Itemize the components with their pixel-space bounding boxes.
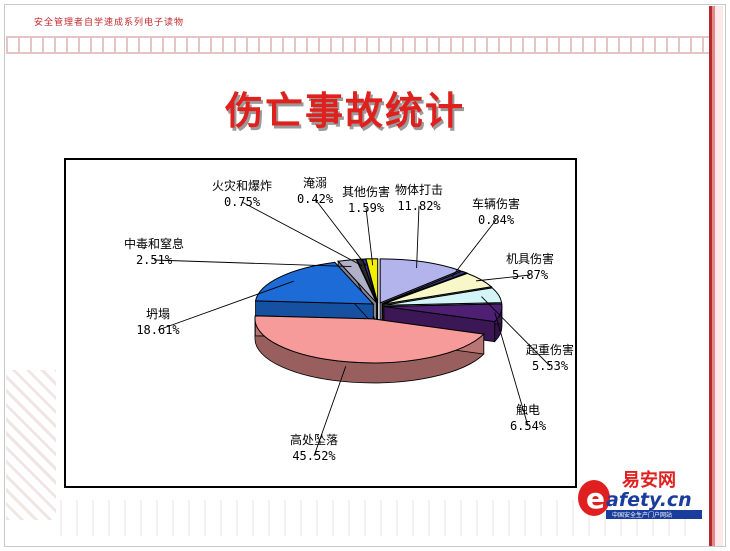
leader-line (476, 274, 531, 282)
slice-value-label: 0.84% (478, 213, 515, 227)
leader-line (157, 280, 294, 331)
page-title: 伤亡事故统计 (224, 89, 465, 133)
slice-value-label: 18.61% (136, 323, 180, 337)
slice-label: 物体打击 (395, 183, 443, 197)
leader-line (416, 205, 420, 269)
slice-label: 触电 (516, 403, 540, 417)
slice-label: 机具伤害 (506, 251, 554, 266)
slice-value-label: 5.53% (532, 359, 569, 373)
leader-line (314, 198, 367, 266)
logo-domain: afety.cn (606, 489, 692, 511)
slice-value-label: 2.51% (136, 253, 173, 267)
pie-slice-坍塌 (254, 261, 375, 305)
slice-label: 车辆伤害 (472, 196, 520, 211)
pie-chart: 物体打击 11.82% 车辆伤害 0.84% 机具伤害 5.87% 起重伤害 5.53% 触电 6… (124, 176, 574, 463)
slice-label: 其他伤害 (342, 184, 390, 199)
series-title: 安全管理者自学速成系列电子读物 (34, 18, 185, 28)
pie-slice-机具伤害 (382, 272, 493, 305)
slice-label: 淹溺 (303, 176, 327, 190)
svg-text:e: e (586, 482, 605, 515)
slice-value-label: 11.82% (397, 199, 441, 213)
logo-swoosh-icon (578, 480, 610, 516)
slice-label: 坍塌 (146, 307, 170, 321)
leader-line (481, 296, 551, 367)
slice-label: 中毒和窒息 (124, 236, 184, 251)
leader-line (494, 312, 529, 427)
slice-value-label: 6.54% (510, 419, 547, 433)
pie-slice-触电 (383, 303, 503, 323)
chart-container: 物体打击 11.82% 车辆伤害 0.84% 机具伤害 5.87% 起重伤害 5.53% 触电 6… (64, 158, 577, 488)
leader-line (451, 219, 497, 278)
pie-slice-起重伤害 (383, 287, 503, 306)
slice-label: 高处坠落 (290, 432, 338, 447)
slice-value-label: 1.59% (348, 201, 385, 215)
slice-value-label: 45.52% (292, 449, 336, 463)
slice-value-label: 5.87% (512, 268, 549, 282)
pie-slice-车辆伤害 (381, 270, 468, 305)
decorative-border-band (6, 36, 709, 54)
decorative-pillar (709, 6, 723, 546)
slice-value-label: 0.42% (297, 192, 334, 206)
pie-slice-中毒和窒息 (337, 258, 377, 304)
leader-line (365, 207, 374, 266)
slice-label: 火灾和爆炸 (212, 178, 272, 193)
logo-name: 易安网 (622, 469, 676, 491)
leader-line (313, 366, 347, 457)
leader-line (153, 259, 352, 268)
pie-slice-高处坠落 (254, 315, 485, 364)
slice-label: 起重伤害 (526, 342, 574, 357)
site-logo[interactable]: e 易安网 afety.cn 中国安全生产门户网站 (576, 466, 706, 520)
leader-line (241, 201, 363, 267)
decorative-pattern-left (6, 370, 56, 520)
slice-value-label: 0.75% (224, 195, 261, 209)
logo-tagline: 中国安全生产门户网站 (612, 511, 672, 519)
